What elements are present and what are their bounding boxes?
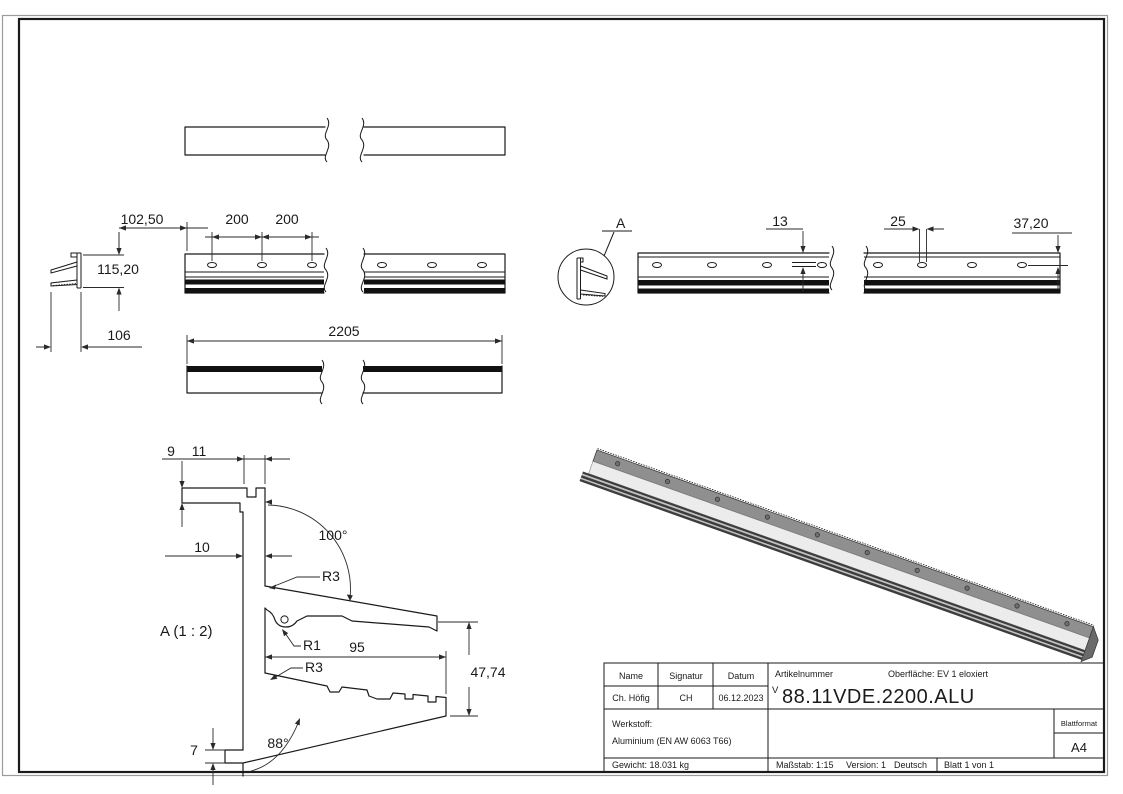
dim-text: 2205: [328, 323, 359, 339]
section-detail-a: A (1 : 2) 9 11 10 100° R3 R1: [160, 443, 506, 785]
dim-text: 11: [192, 443, 207, 459]
dim-37-20: 37,20: [1012, 215, 1072, 290]
detail-scale-label: A (1 : 2): [160, 623, 213, 640]
dim-text: 106: [107, 327, 131, 343]
dim-102-50: 102,50: [118, 211, 208, 251]
dim-2205: 2205: [186, 323, 503, 364]
render-end-cap: [1080, 625, 1099, 663]
dim-text: R1: [303, 637, 321, 653]
tb-scale: Maßstab: 1:15: [776, 760, 834, 770]
drawing-frame: [17, 17, 1106, 774]
dim-text: 10: [194, 539, 210, 555]
dim-text: 200: [275, 211, 299, 227]
render-band: [581, 473, 1087, 655]
dim-text: 115,20: [97, 261, 139, 277]
sheet-shadow: [1, 14, 1109, 777]
dim-text: 9: [167, 443, 175, 459]
tb-article-number: 88.11VDE.2200.ALU: [782, 686, 975, 708]
view-front-strip-left: [184, 247, 506, 294]
dim-115-20: 115,20: [83, 232, 139, 311]
tb-surface: Oberfläche: EV 1 eloxiert: [888, 669, 989, 679]
dim-13: 13: [766, 213, 806, 292]
tb-article-rev-mark: V: [772, 685, 779, 696]
dim-text: 13: [772, 213, 788, 229]
tb-value-name: Ch. Höfig: [612, 693, 650, 703]
dim-text: 100°: [319, 527, 348, 543]
dim-text: 47,74: [470, 664, 505, 680]
render-front-face: [588, 460, 1090, 651]
dim-text: 7: [190, 742, 198, 758]
view-strip-right-a: [637, 245, 835, 294]
dim-25: 25: [884, 213, 944, 262]
tb-sheet-format: A4: [1071, 740, 1087, 755]
detail-callout-a: A: [557, 215, 632, 306]
render-band: [580, 477, 1085, 659]
view-strip-right-b: [863, 245, 1061, 294]
dim-text: 102,50: [121, 211, 164, 227]
dim-200-pair: 200 200: [205, 211, 319, 261]
view-top-strip: [184, 117, 506, 163]
tb-header-article: Artikelnummer: [775, 669, 833, 679]
tb-sheet-format-label: Blattformat: [1061, 719, 1098, 728]
render-top-face: [592, 449, 1094, 639]
dim-text: 37,20: [1013, 215, 1048, 231]
dim-text: 88°: [267, 735, 288, 751]
dim-text: 200: [225, 211, 249, 227]
render-serrated-edge: [597, 448, 1095, 626]
title-block: Name Signatur Datum Ch. Höfig CH 06.12.2…: [603, 662, 1105, 773]
view-end-profile-left: [50, 252, 82, 289]
render-3d-profile: [579, 448, 1099, 663]
tb-header-name: Name: [619, 671, 643, 681]
tb-material: Aluminium (EN AW 6063 T66): [612, 736, 732, 746]
tb-header-signature: Signatur: [669, 671, 703, 681]
tb-language: Deutsch: [894, 760, 927, 770]
tb-version: Version: 1: [846, 760, 886, 770]
tb-weight: Gewicht: 18.031 kg: [612, 760, 689, 770]
detail-letter: A: [616, 215, 626, 231]
tb-value-signature: CH: [680, 693, 693, 703]
dim-text: 95: [349, 639, 365, 655]
tb-material-label: Werkstoff:: [612, 719, 652, 729]
dim-text: R3: [305, 659, 323, 675]
render-screws: [615, 461, 1070, 627]
tb-page: Blatt 1 von 1: [944, 760, 994, 770]
render-band: [582, 471, 1087, 654]
dim-text: R3: [322, 568, 340, 584]
view-bottom-strip: [186, 359, 503, 405]
dim-text: 25: [890, 213, 906, 229]
render-band: [579, 478, 1085, 661]
dim-106: 106: [36, 292, 142, 352]
tb-value-date: 06.12.2023: [718, 693, 763, 703]
tb-header-date: Datum: [728, 671, 755, 681]
render-band: [580, 475, 1086, 658]
